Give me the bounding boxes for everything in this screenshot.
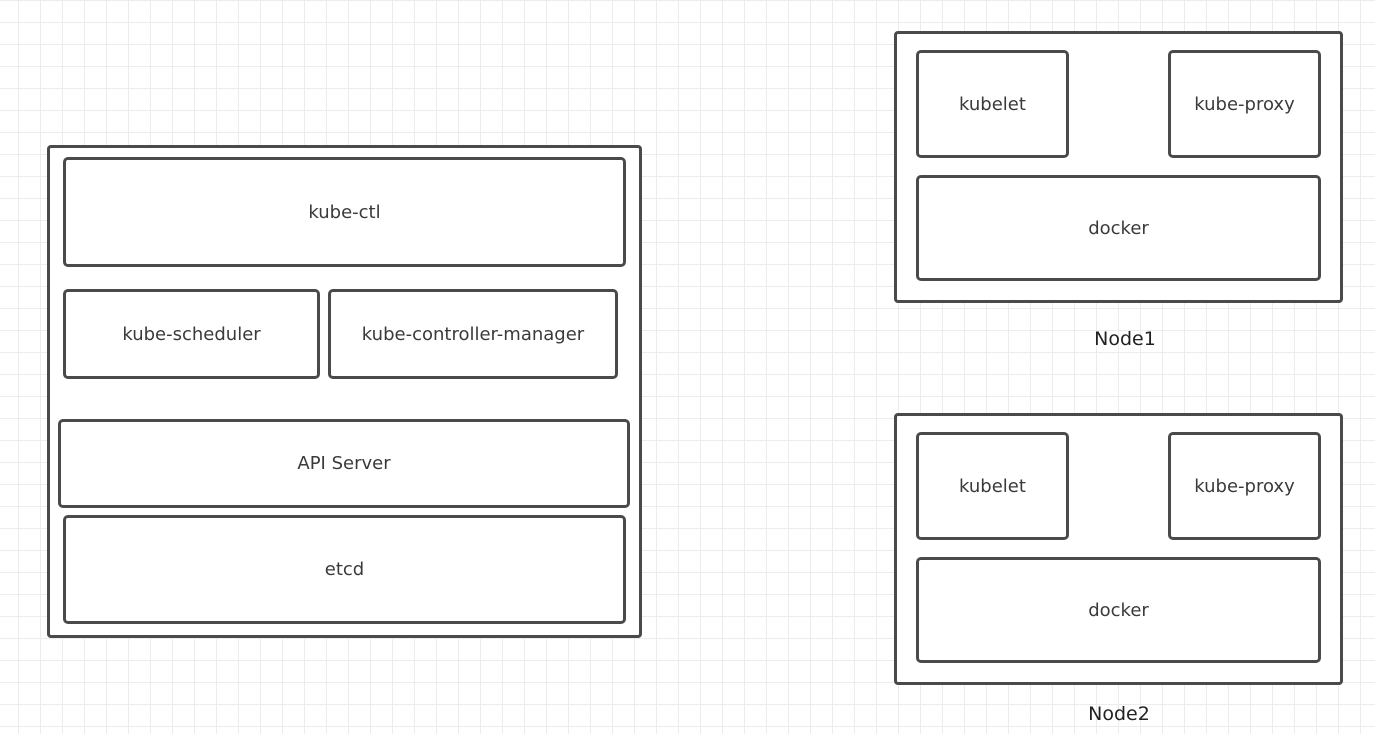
kube-scheduler-label: kube-scheduler	[122, 323, 261, 345]
api-server-label: API Server	[297, 453, 391, 474]
node2-kubelet-box: kubelet	[916, 432, 1069, 540]
node1-kubelet-box: kubelet	[916, 50, 1069, 158]
kube-ctl-box: kube-ctl	[63, 157, 626, 267]
api-server-box: API Server	[58, 419, 630, 508]
node2-kubelet-label: kubelet	[959, 475, 1026, 497]
node2-docker-label: docker	[1088, 599, 1149, 621]
node1-kube-proxy-box: kube-proxy	[1168, 50, 1321, 158]
etcd-box: etcd	[63, 515, 626, 624]
node2-kube-proxy-box: kube-proxy	[1168, 432, 1321, 540]
etcd-label: etcd	[324, 559, 365, 580]
node1-docker-label: docker	[1088, 217, 1149, 239]
kube-scheduler-box: kube-scheduler	[63, 289, 320, 379]
kube-ctl-label: kube-ctl	[308, 201, 381, 223]
node1-docker-box: docker	[916, 175, 1321, 281]
node2-docker-box: docker	[916, 557, 1321, 663]
node2-label: Node2	[1088, 703, 1150, 725]
node1-kubelet-label: kubelet	[959, 93, 1026, 115]
node1-label: Node1	[1094, 328, 1156, 350]
node1-kube-proxy-label: kube-proxy	[1194, 93, 1295, 115]
kube-controller-manager-label: kube-controller-manager	[361, 323, 585, 345]
node2-kube-proxy-label: kube-proxy	[1194, 475, 1295, 497]
kube-controller-manager-box: kube-controller-manager	[328, 289, 618, 379]
